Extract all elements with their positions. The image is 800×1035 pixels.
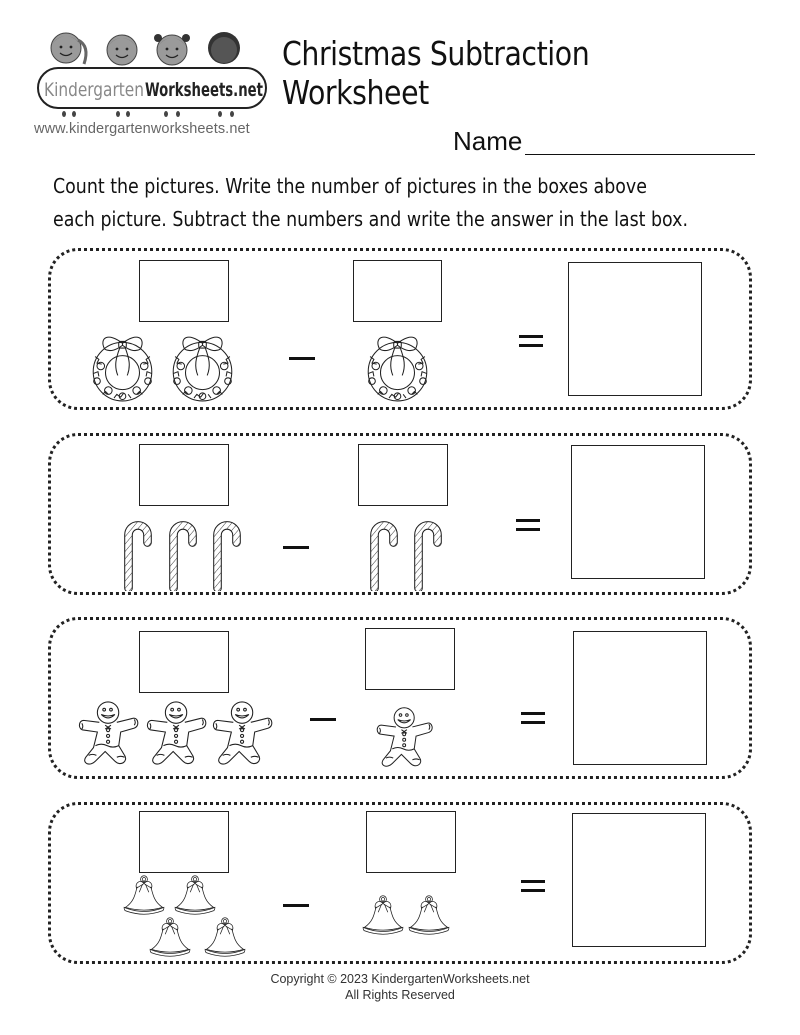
footer: Copyright © 2023 KindergartenWorksheets.… xyxy=(0,971,800,1003)
minus-sign xyxy=(283,904,309,907)
answer-box-minuend[interactable] xyxy=(139,811,229,873)
problem-panel-1 xyxy=(48,248,752,410)
answer-box-minuend[interactable] xyxy=(139,260,229,322)
svg-text:Worksheets.net: Worksheets.net xyxy=(145,79,263,101)
christmas-bell-icon xyxy=(174,875,216,915)
answer-box-result[interactable] xyxy=(573,631,707,765)
instructions-line-2: each picture. Subtract the numbers and w… xyxy=(53,207,688,231)
christmas-bell-icon xyxy=(204,917,246,957)
equals-sign xyxy=(521,880,545,892)
christmas-bell-icon xyxy=(149,917,191,957)
instructions-line-1: Count the pictures. Write the number of … xyxy=(53,174,647,198)
candy-cane-icon xyxy=(169,521,197,591)
gingerbread-man-icon xyxy=(146,701,207,765)
picture-group-minuend xyxy=(120,873,280,963)
candy-cane-icon xyxy=(124,521,152,591)
candy-cane-icon xyxy=(414,521,442,591)
equals-sign xyxy=(516,519,540,531)
answer-box-result[interactable] xyxy=(571,445,705,579)
answer-box-result[interactable] xyxy=(572,813,706,947)
christmas-bell-icon xyxy=(362,895,404,935)
equals-sign xyxy=(521,712,545,724)
page-title: Christmas Subtraction Worksheet xyxy=(282,34,590,112)
wreath-icon xyxy=(92,336,153,402)
gingerbread-man-icon xyxy=(212,701,273,765)
kid-avatar-icon xyxy=(106,34,138,66)
candy-cane-icon xyxy=(213,521,241,591)
problem-panel-3 xyxy=(48,617,752,779)
minus-sign xyxy=(310,718,336,721)
picture-group-subtrahend xyxy=(355,328,445,408)
answer-box-minuend[interactable] xyxy=(139,444,229,506)
answer-box-subtrahend[interactable] xyxy=(365,628,455,690)
picture-group-minuend xyxy=(76,699,286,771)
answer-box-subtrahend[interactable] xyxy=(358,444,448,506)
candy-cane-icon xyxy=(370,521,398,591)
answer-box-minuend[interactable] xyxy=(139,631,229,693)
answer-box-result[interactable] xyxy=(568,262,702,396)
copyright-text: Copyright © 2023 KindergartenWorksheets.… xyxy=(270,972,530,986)
equals-sign xyxy=(519,335,543,347)
name-label: Name xyxy=(453,126,523,156)
picture-group-minuend xyxy=(80,328,250,408)
name-field-line[interactable] xyxy=(525,154,755,155)
picture-group-minuend xyxy=(119,513,259,593)
instructions: Count the pictures. Write the number of … xyxy=(53,170,688,236)
answer-box-subtrahend[interactable] xyxy=(353,260,442,322)
site-url[interactable]: www.kindergartenworksheets.net xyxy=(34,121,250,137)
christmas-bell-icon xyxy=(123,875,165,915)
christmas-bell-icon xyxy=(408,895,450,935)
minus-sign xyxy=(283,546,309,549)
problem-panel-2 xyxy=(48,433,752,595)
wreath-icon xyxy=(172,336,233,402)
picture-group-subtrahend xyxy=(374,705,444,775)
picture-group-subtrahend xyxy=(359,893,459,943)
wreath-icon xyxy=(367,336,428,402)
picture-group-subtrahend xyxy=(365,513,455,593)
kid-avatar-icon xyxy=(50,32,82,64)
rights-text: All Rights Reserved xyxy=(345,988,455,1002)
answer-box-subtrahend[interactable] xyxy=(366,811,456,873)
site-logo[interactable]: Kindergarten Worksheets.net xyxy=(34,28,270,120)
gingerbread-man-icon xyxy=(376,707,433,767)
problem-panel-4 xyxy=(48,802,752,964)
gingerbread-man-icon xyxy=(78,701,139,765)
svg-text:Kindergarten: Kindergarten xyxy=(44,79,144,101)
minus-sign xyxy=(289,357,315,360)
